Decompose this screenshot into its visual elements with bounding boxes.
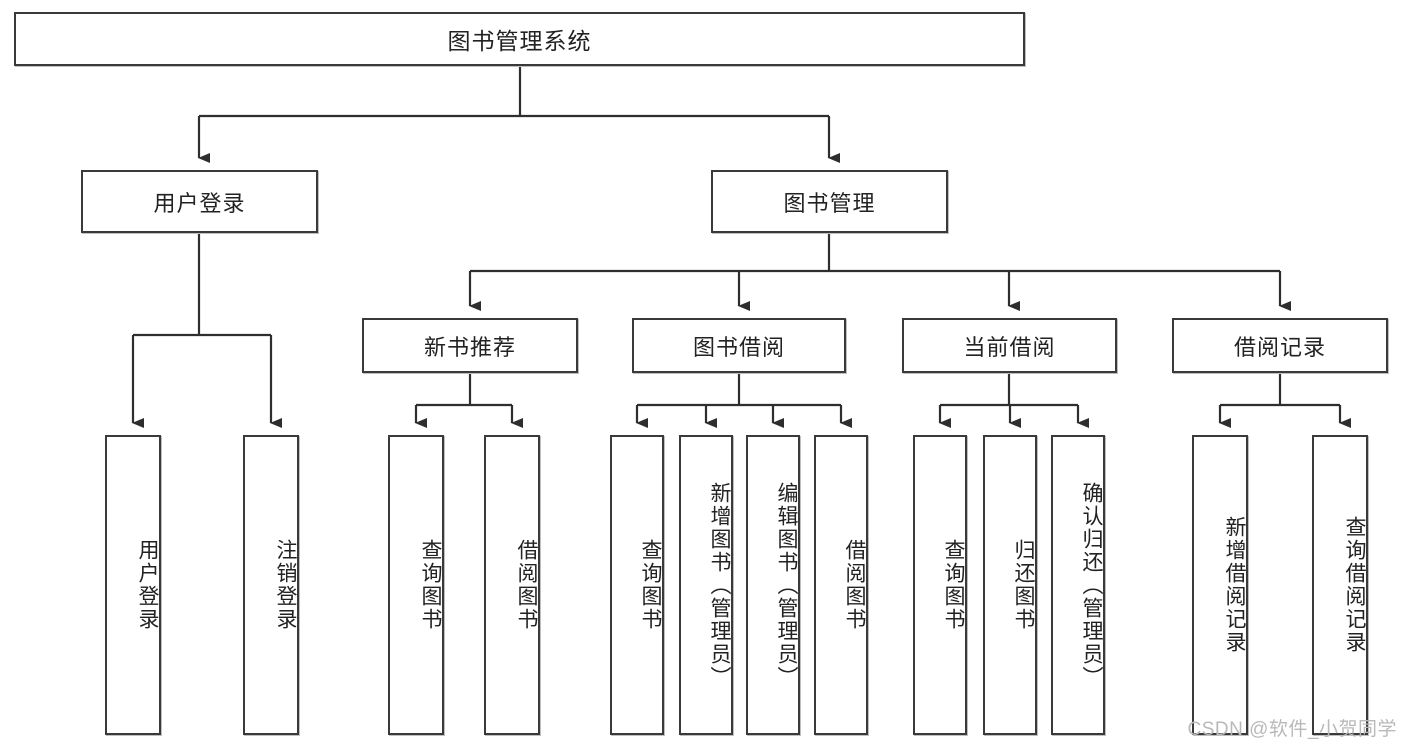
node-new-book-recommend[interactable]: 新书推荐	[362, 318, 578, 373]
leaf-query-book-recommend[interactable]: 查询图书	[388, 435, 444, 735]
leaf-add-book-admin[interactable]: 新增图书（管理员）	[679, 435, 733, 735]
node-book-management-label: 图书管理	[783, 190, 876, 216]
node-book-management[interactable]: 图书管理	[711, 170, 948, 233]
leaf-user-login[interactable]: 用户登录	[105, 435, 161, 735]
node-current-borrow-label: 当前借阅	[963, 334, 1056, 360]
leaf-return-book[interactable]: 归还图书	[983, 435, 1037, 735]
leaf-borrow-book-recommend[interactable]: 借阅图书	[484, 435, 540, 735]
node-borrow-record[interactable]: 借阅记录	[1172, 318, 1388, 373]
leaf-add-borrow-record-label: 新增借阅记录	[1223, 516, 1246, 654]
node-book-borrow[interactable]: 图书借阅	[632, 318, 846, 373]
leaf-edit-book-admin[interactable]: 编辑图书（管理员）	[746, 435, 800, 735]
node-user-login-label: 用户登录	[153, 190, 246, 216]
leaf-return-book-label: 归还图书	[1012, 539, 1035, 631]
leaf-query-book-recommend-label: 查询图书	[419, 539, 442, 631]
leaf-query-book[interactable]: 查询图书	[610, 435, 664, 735]
leaf-borrow-book[interactable]: 借阅图书	[814, 435, 868, 735]
node-current-borrow[interactable]: 当前借阅	[902, 318, 1117, 373]
node-root-label: 图书管理系统	[447, 28, 592, 54]
leaf-borrow-book-label: 借阅图书	[843, 539, 866, 631]
node-root[interactable]: 图书管理系统	[14, 12, 1025, 66]
leaf-query-book-label: 查询图书	[639, 539, 662, 631]
leaf-edit-book-admin-label: 编辑图书（管理员）	[775, 481, 798, 689]
leaf-query-book-current-label: 查询图书	[942, 539, 965, 631]
node-user-login[interactable]: 用户登录	[81, 170, 318, 233]
leaf-logout[interactable]: 注销登录	[243, 435, 299, 735]
leaf-query-book-current[interactable]: 查询图书	[913, 435, 967, 735]
leaf-user-login-label: 用户登录	[136, 539, 159, 631]
leaf-add-book-admin-label: 新增图书（管理员）	[708, 481, 731, 689]
node-new-book-recommend-label: 新书推荐	[423, 334, 516, 360]
watermark: CSDN @软件_小贺同学	[1187, 719, 1397, 740]
leaf-borrow-book-recommend-label: 借阅图书	[515, 539, 538, 631]
leaf-confirm-return-admin[interactable]: 确认归还（管理员）	[1051, 435, 1105, 735]
leaf-confirm-return-admin-label: 确认归还（管理员）	[1080, 481, 1103, 689]
leaf-logout-label: 注销登录	[274, 539, 297, 631]
node-book-borrow-label: 图书借阅	[692, 334, 785, 360]
leaf-query-borrow-record-label: 查询借阅记录	[1343, 516, 1366, 654]
leaf-query-borrow-record[interactable]: 查询借阅记录	[1312, 435, 1368, 735]
node-borrow-record-label: 借阅记录	[1233, 334, 1326, 360]
leaf-add-borrow-record[interactable]: 新增借阅记录	[1192, 435, 1248, 735]
